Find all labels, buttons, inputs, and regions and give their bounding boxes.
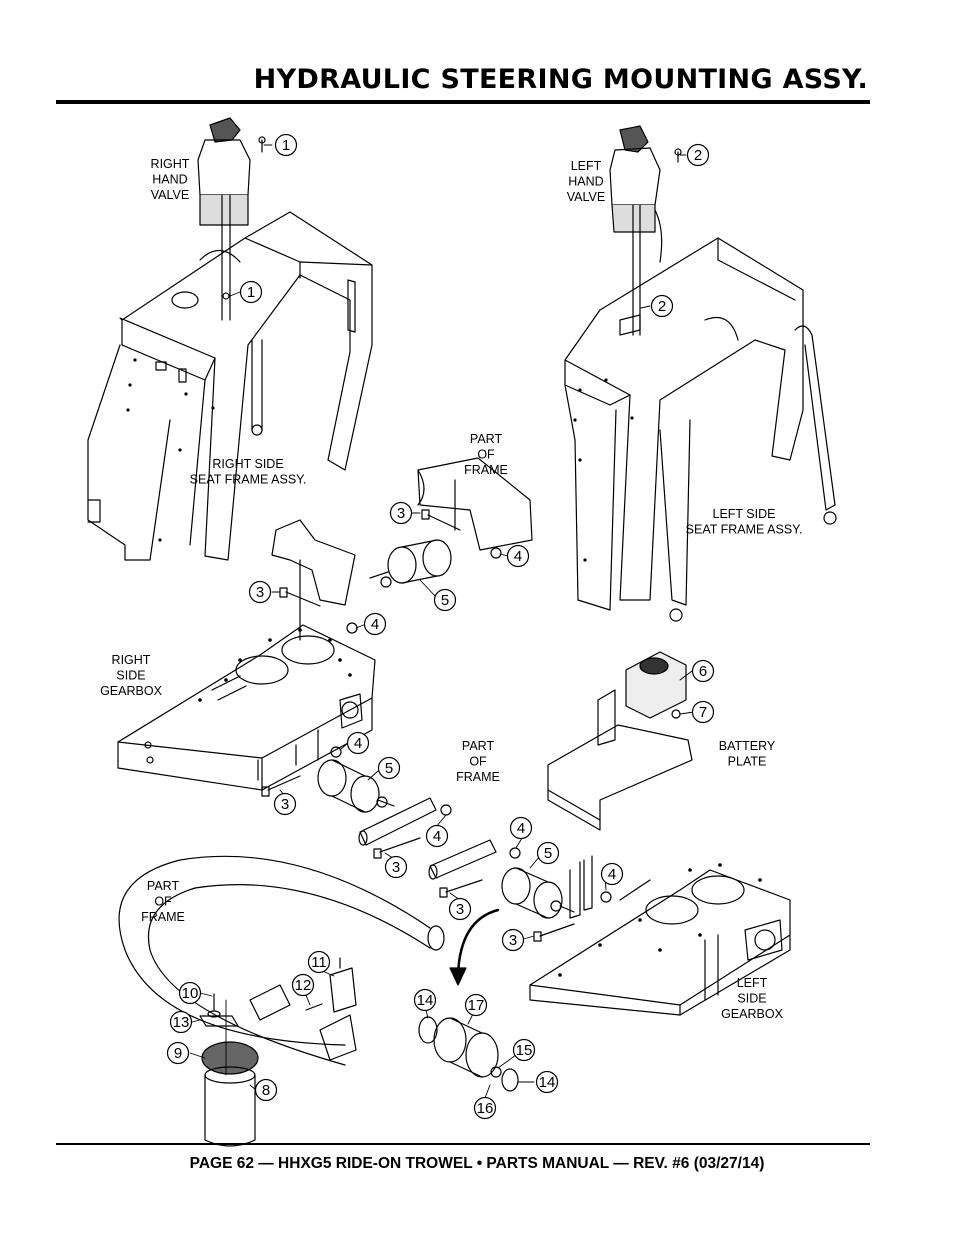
svg-text:5: 5 (441, 592, 449, 609)
svg-text:4: 4 (517, 820, 525, 837)
callout-4: 4 (509, 816, 533, 840)
callout-5: 5 (536, 841, 560, 865)
callout-14: 14 (535, 1070, 559, 1094)
callout-4: 4 (506, 544, 530, 568)
callout-12: 12 (291, 973, 315, 997)
callout-13: 13 (169, 1010, 193, 1034)
callout-4: 4 (425, 824, 449, 848)
svg-text:4: 4 (354, 735, 362, 752)
svg-text:4: 4 (514, 548, 522, 565)
callout-3: 3 (384, 855, 408, 879)
callout-3: 3 (448, 897, 472, 921)
header-rule (56, 100, 870, 104)
cylinder-middle-drawing (317, 759, 395, 813)
callout-5: 5 (433, 588, 457, 612)
page-title: HYDRAULIC STEERING MOUNTING ASSY. (253, 64, 868, 95)
svg-text:3: 3 (456, 901, 464, 918)
svg-text:14: 14 (539, 1074, 556, 1091)
callout-4: 4 (346, 731, 370, 755)
svg-text:3: 3 (509, 932, 517, 949)
callout-1: 1 (274, 133, 298, 157)
svg-text:1: 1 (282, 137, 290, 154)
svg-text:16: 16 (477, 1100, 494, 1117)
callout-3: 3 (248, 580, 272, 604)
svg-text:3: 3 (392, 859, 400, 876)
cylinder-upper-drawing (369, 539, 452, 588)
callout-5: 5 (377, 756, 401, 780)
callout-3: 3 (389, 501, 413, 525)
svg-text:4: 4 (371, 616, 379, 633)
frame-tube-drawing (118, 855, 445, 1066)
svg-text:3: 3 (281, 796, 289, 813)
svg-text:15: 15 (516, 1042, 533, 1059)
callout-10: 10 (178, 981, 202, 1005)
svg-text:2: 2 (658, 298, 666, 315)
callout-3: 3 (501, 928, 525, 952)
left-hand-valve-drawing (609, 125, 682, 336)
frame-rods-middle-drawing (358, 797, 497, 880)
page-footer: PAGE 62 — HHXG5 RIDE-ON TROWEL • PARTS M… (189, 1155, 765, 1172)
callout-4: 4 (600, 862, 624, 886)
battery-plate-drawing (547, 651, 693, 831)
left-gearbox-drawing (529, 869, 791, 1016)
callout-4: 4 (363, 612, 387, 636)
cylinder-lower-drawing (501, 867, 575, 919)
svg-text:13: 13 (173, 1014, 190, 1031)
svg-text:5: 5 (385, 760, 393, 777)
right-hand-valve-drawing (197, 117, 266, 321)
svg-text:5: 5 (544, 845, 552, 862)
svg-text:1: 1 (247, 284, 255, 301)
right-gearbox-drawing (117, 519, 376, 791)
callout-7: 7 (691, 700, 715, 724)
svg-text:9: 9 (174, 1045, 182, 1062)
callout-3: 3 (273, 792, 297, 816)
svg-text:10: 10 (182, 985, 199, 1002)
callout-17: 17 (464, 993, 488, 1017)
bolts-drawing (261, 509, 575, 942)
svg-text:11: 11 (311, 954, 327, 971)
leader-lines (189, 144, 695, 1099)
footer-rule (56, 1143, 870, 1145)
callout-8: 8 (254, 1078, 278, 1102)
svg-text:3: 3 (397, 505, 405, 522)
callout-1: 1 (239, 280, 263, 304)
callout-2: 2 (650, 294, 674, 318)
right-seat-frame-drawing (87, 211, 373, 561)
callout-14: 14 (413, 988, 437, 1012)
svg-text:7: 7 (699, 704, 707, 721)
callout-15: 15 (512, 1038, 536, 1062)
callout-11: 11 (307, 950, 331, 974)
svg-text:6: 6 (699, 663, 707, 680)
frame-piece-upper-drawing (417, 457, 533, 551)
filter-assembly-drawing (199, 957, 357, 1147)
direction-arrow (449, 908, 500, 986)
nuts-drawing (330, 547, 681, 903)
svg-text:4: 4 (433, 828, 441, 845)
frame-bracket-drawing (569, 855, 593, 919)
svg-text:12: 12 (295, 977, 312, 994)
cylinder-exploded-drawing (418, 1016, 519, 1092)
svg-text:8: 8 (262, 1082, 270, 1099)
svg-text:3: 3 (256, 584, 264, 601)
callout-2: 2 (686, 143, 710, 167)
svg-text:4: 4 (608, 866, 616, 883)
svg-text:2: 2 (694, 147, 702, 164)
svg-text:17: 17 (468, 997, 485, 1014)
svg-text:14: 14 (417, 992, 434, 1009)
callout-9: 9 (166, 1041, 190, 1065)
callout-6: 6 (691, 659, 715, 683)
callout-16: 16 (473, 1096, 497, 1120)
left-seat-frame-drawing (564, 237, 837, 622)
